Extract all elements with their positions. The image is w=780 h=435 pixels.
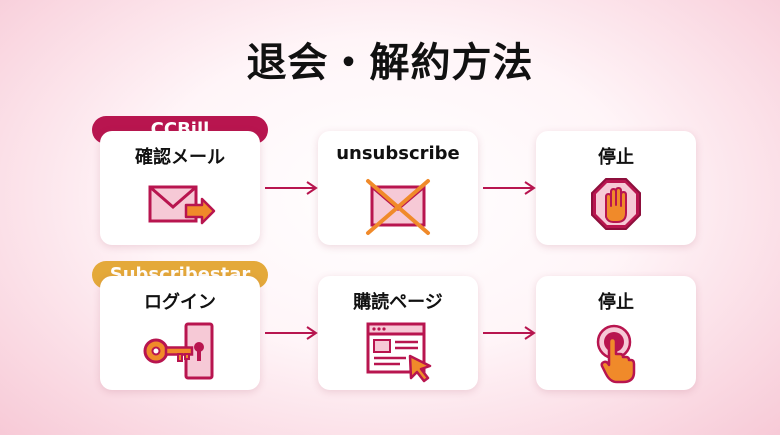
step-card-unsubscribe: unsubscribe [318,131,478,245]
step-label: 確認メール [135,147,225,168]
step-card-login: ログイン [100,276,260,390]
step-card-subscription-page: 購読ページ [318,276,478,390]
arrow-right-icon [483,326,536,340]
step-label: 停止 [598,292,634,313]
key-lock-icon [143,322,214,380]
press-button-icon [596,324,636,384]
stop-hand-icon [591,178,641,230]
step-card-stop-2: 停止 [536,276,696,390]
step-label: 購読ページ [353,292,443,313]
mail-cross-icon [366,179,430,235]
arrow-right-icon [265,181,318,195]
step-card-confirm-mail: 確認メール [100,131,260,245]
step-label: ログイン [144,292,216,313]
step-card-stop: 停止 [536,131,696,245]
mail-send-icon [148,185,216,225]
arrow-right-icon [483,181,536,195]
step-label: 停止 [598,147,634,168]
step-label: unsubscribe [336,143,460,164]
arrow-right-icon [265,326,318,340]
page-title: 退会・解約方法 [246,40,534,86]
browser-cursor-icon [366,322,432,383]
